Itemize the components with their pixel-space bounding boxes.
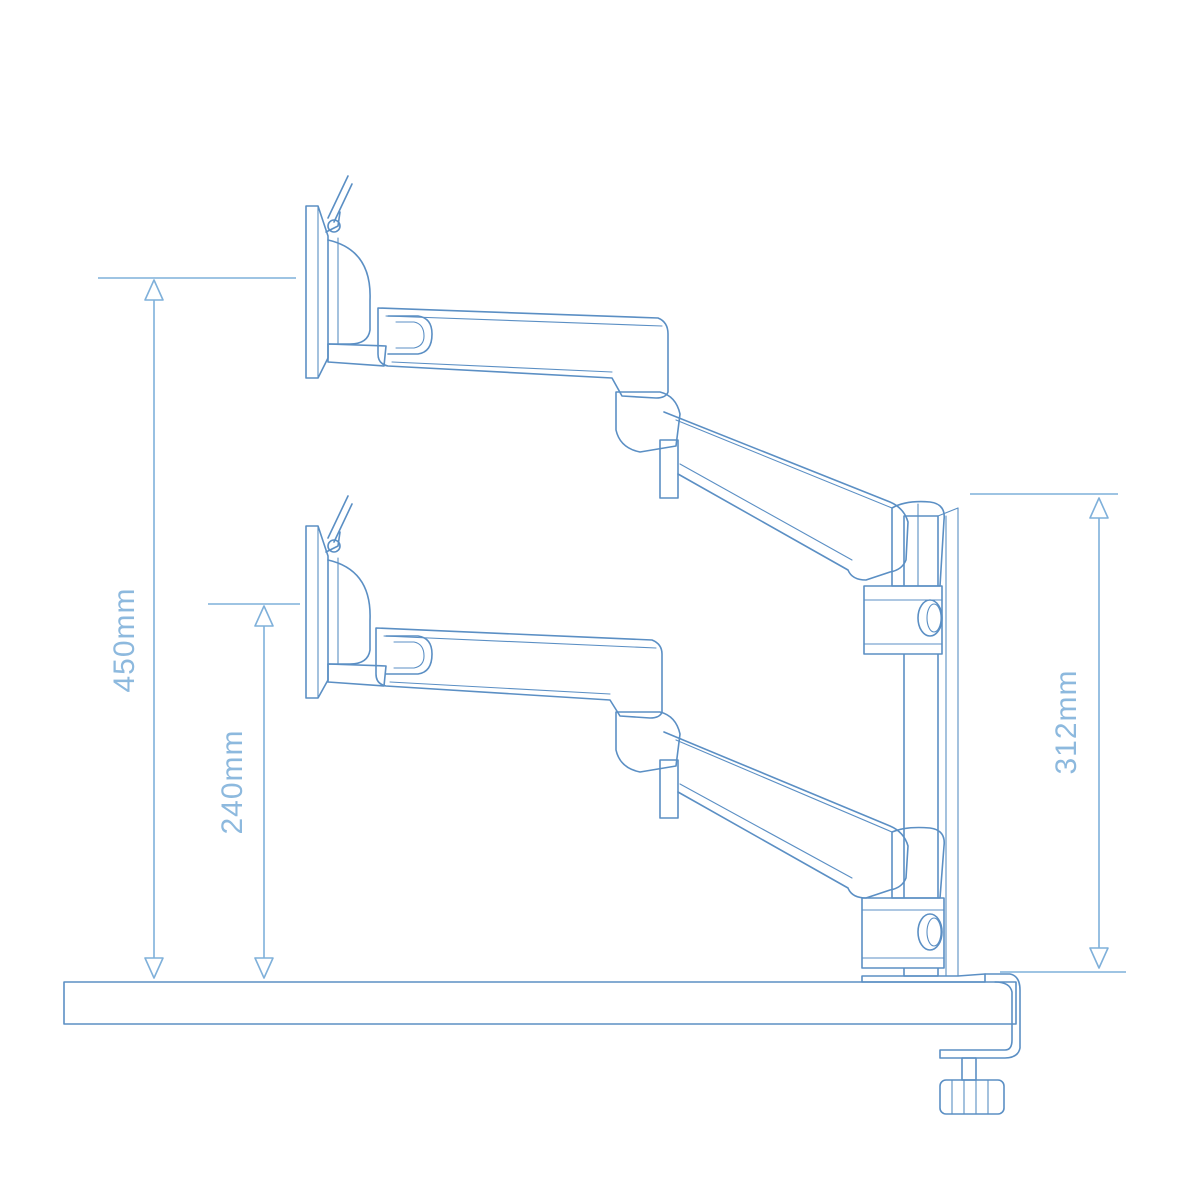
arrow-up-icon	[144, 279, 164, 301]
upper-collar	[863, 585, 943, 655]
lower-arm	[375, 627, 946, 899]
arrow-down-icon	[144, 957, 164, 979]
lower-collar	[861, 897, 945, 969]
arrow-up-icon	[1089, 497, 1109, 519]
dimension-label-240: 240mm	[216, 729, 249, 834]
dimension-label-312: 312mm	[1050, 669, 1083, 774]
pole	[861, 507, 986, 983]
dimension-450mm: 450mm	[98, 277, 296, 979]
lower-monitor-head	[305, 495, 387, 699]
dimension-312mm: 312mm	[970, 493, 1126, 973]
upper-arm	[377, 307, 946, 587]
dimension-240mm: 240mm	[208, 603, 300, 979]
arrow-up-icon	[254, 605, 274, 627]
arrow-down-icon	[1089, 947, 1109, 969]
arrow-down-icon	[254, 957, 274, 979]
dimension-label-450: 450mm	[108, 587, 141, 692]
desk-clamp	[939, 973, 1021, 1115]
desk	[63, 981, 1017, 1025]
upper-monitor-head	[305, 175, 387, 379]
